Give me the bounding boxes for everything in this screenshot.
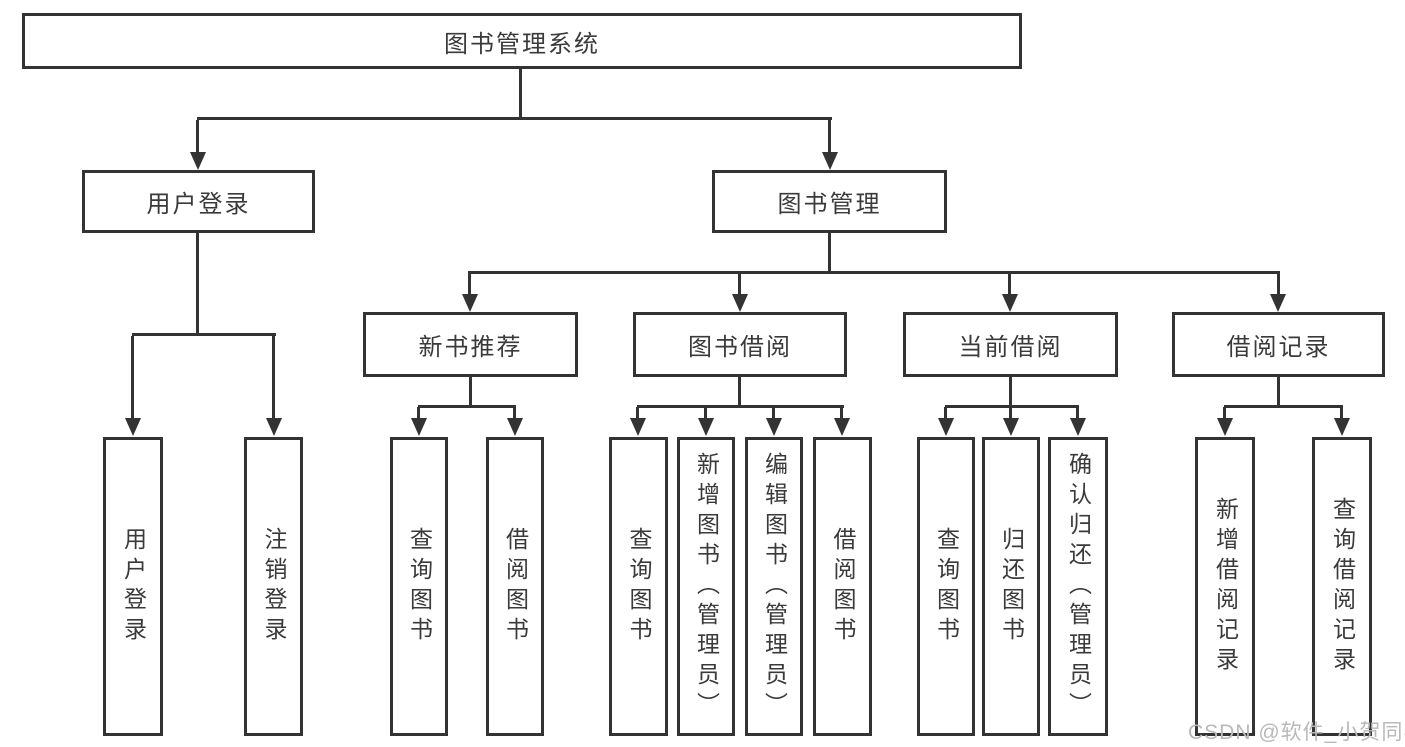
node-label: 图书管理系统	[444, 30, 600, 58]
connector-new-book-rec-rail	[418, 405, 516, 408]
connector-to-cb-query	[944, 407, 947, 419]
node-label: 用户登录	[120, 526, 147, 647]
node-label: 归还图书	[998, 526, 1025, 647]
arrow-to-nb-query-icon	[411, 418, 427, 436]
node-label: 借阅图书	[830, 526, 856, 647]
node-label: 新书推荐	[418, 334, 523, 361]
connector-to-cb-confirm	[1076, 407, 1079, 419]
arrow-to-bb-edit-icon	[766, 418, 782, 436]
node-borrow-records: 借阅记录	[1172, 312, 1385, 377]
node-label: 用户登录	[146, 191, 251, 218]
connector-to-bb-add	[704, 407, 707, 419]
arrow-to-bb-query-icon	[630, 418, 646, 436]
connector-to-borrow-records	[1277, 274, 1280, 296]
arrow-to-current-borrow-icon	[1002, 294, 1018, 312]
arrow-to-book-mgmt-icon	[822, 152, 838, 170]
node-label: 新增图书（管理员）	[693, 451, 720, 722]
connector-borrow-records-rail	[1224, 405, 1343, 408]
connector-book-borrow-stub	[738, 377, 741, 407]
arrow-to-nb-borrow-icon	[507, 418, 523, 436]
connector-to-leaf-user-login	[131, 336, 134, 420]
connector-borrow-records-stub	[1277, 377, 1280, 407]
arrow-to-leaf-user-login-icon	[125, 418, 141, 436]
node-label: 查询借阅记录	[1329, 496, 1356, 677]
arrow-to-leaf-logout-icon	[266, 418, 282, 436]
node-current-borrow: 当前借阅	[903, 312, 1118, 377]
connector-to-new-book-rec	[468, 274, 471, 296]
node-label: 注销登录	[261, 526, 287, 647]
arrow-to-br-add-icon	[1217, 418, 1233, 436]
connector-level2-rail	[197, 117, 832, 120]
leaf-logout: 注销登录	[244, 437, 303, 736]
connector-to-nb-borrow	[513, 407, 516, 419]
leaf-nb-query-books: 查询图书	[390, 437, 448, 736]
leaf-cb-query-books: 查询图书	[917, 437, 975, 736]
connector-user-login-stub	[196, 233, 199, 335]
leaf-cb-return-books: 归还图书	[982, 437, 1040, 736]
arrow-to-bb-add-icon	[698, 418, 714, 436]
node-new-book-rec: 新书推荐	[363, 312, 578, 377]
node-label: 查询图书	[626, 526, 652, 647]
node-label: 借阅记录	[1226, 334, 1331, 361]
connector-user-login-rail	[132, 333, 276, 336]
node-library-management-system: 图书管理系统	[22, 13, 1022, 69]
leaf-bb-query-books: 查询图书	[609, 437, 668, 736]
leaf-user-login: 用户登录	[103, 437, 163, 736]
connector-book-borrow-rail	[637, 405, 844, 408]
node-label: 借阅图书	[502, 526, 529, 647]
connector-to-book-borrow	[738, 274, 741, 296]
arrow-to-cb-confirm-icon	[1070, 418, 1086, 436]
leaf-nb-borrow-books: 借阅图书	[486, 437, 544, 736]
connector-level3-rail	[468, 271, 1280, 274]
leaf-bb-borrow-books: 借阅图书	[813, 437, 872, 736]
leaf-br-query-record: 查询借阅记录	[1312, 437, 1372, 736]
node-label: 确认归还（管理员）	[1065, 451, 1092, 722]
connector-to-nb-query	[417, 407, 420, 419]
arrow-to-bb-borrow-icon	[834, 418, 850, 436]
csdn-watermark: CSDN @软件_小贺同学	[1188, 721, 1405, 744]
arrow-to-br-query-icon	[1334, 418, 1350, 436]
node-book-borrow: 图书借阅	[633, 312, 847, 377]
connector-to-bb-borrow	[840, 407, 843, 419]
leaf-cb-confirm-return-admin: 确认归还（管理员）	[1048, 437, 1108, 736]
arrow-to-cb-return-icon	[1003, 418, 1019, 436]
node-label: 编辑图书（管理员）	[761, 451, 788, 722]
connector-current-borrow-rail	[945, 405, 1079, 408]
connector-to-br-add	[1223, 407, 1226, 419]
connector-root-stub	[519, 69, 522, 119]
node-label: 图书借阅	[688, 334, 792, 361]
connector-current-borrow-stub	[1009, 377, 1012, 407]
connector-to-bb-edit	[772, 407, 775, 419]
arrow-to-cb-query-icon	[938, 418, 954, 436]
leaf-bb-edit-books-admin: 编辑图书（管理员）	[745, 437, 803, 736]
arrow-to-book-borrow-icon	[732, 294, 748, 312]
connector-to-user-login	[196, 120, 199, 154]
connector-new-book-rec-stub	[469, 377, 472, 407]
node-label: 查询图书	[933, 526, 960, 647]
node-label: 新增借阅记录	[1212, 496, 1239, 677]
node-user-login: 用户登录	[82, 170, 315, 233]
node-label: 查询图书	[406, 526, 433, 647]
connector-to-book-mgmt	[828, 120, 831, 154]
arrow-to-user-login-icon	[190, 152, 206, 170]
connector-book-mgmt-stub	[828, 233, 831, 273]
leaf-bb-add-books-admin: 新增图书（管理员）	[677, 437, 735, 736]
node-label: 图书管理	[777, 191, 882, 218]
connector-to-leaf-logout	[272, 336, 275, 420]
node-label: 当前借阅	[958, 334, 1063, 361]
connector-to-br-query	[1340, 407, 1343, 419]
connector-to-cb-return	[1009, 407, 1012, 419]
connector-to-current-borrow	[1008, 274, 1011, 296]
node-book-mgmt: 图书管理	[712, 170, 947, 233]
arrow-to-new-book-rec-icon	[462, 294, 478, 312]
connector-to-bb-query	[636, 407, 639, 419]
leaf-br-add-record: 新增借阅记录	[1195, 437, 1255, 736]
arrow-to-borrow-records-icon	[1270, 294, 1286, 312]
